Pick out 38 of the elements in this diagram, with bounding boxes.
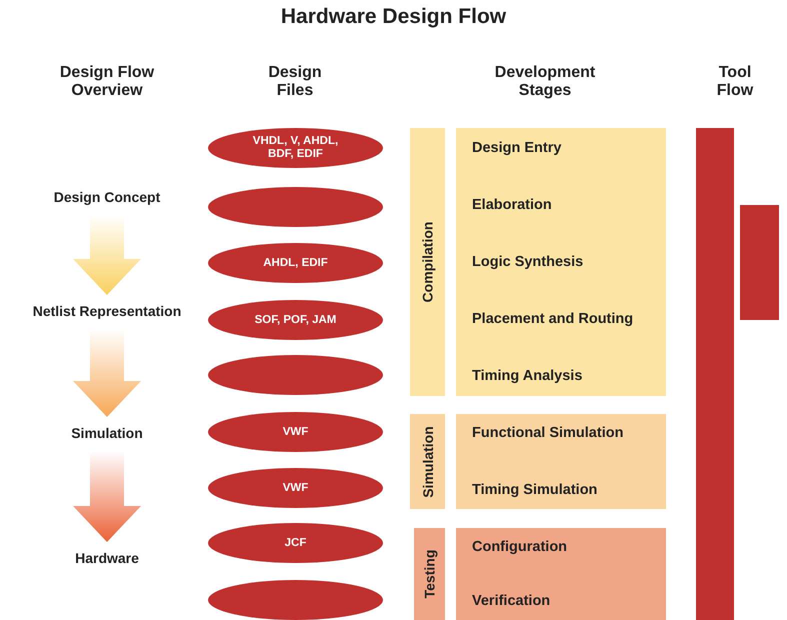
stage-label: Netlist Representation	[12, 301, 202, 321]
column-heading: Tool Flow	[716, 64, 754, 100]
column-heading: Design Files	[267, 64, 323, 100]
stage-panel	[456, 128, 666, 396]
file-ellipse: SOF, POF, JAM	[208, 300, 383, 340]
stage-name: Verification	[472, 592, 552, 611]
tool-bar	[696, 128, 734, 620]
stage-label: Hardware	[32, 548, 182, 568]
stage-panel	[456, 414, 666, 509]
column-heading: Design Flow Overview	[58, 64, 156, 100]
flow-arrow	[73, 215, 141, 295]
diagram-title: Hardware Design Flow	[280, 5, 508, 29]
phase-label: Testing	[422, 550, 438, 598]
stage-name: Design Entry	[472, 139, 562, 158]
file-ellipse: AHDL, EDIF	[208, 243, 383, 283]
stage-label: Simulation	[32, 423, 182, 443]
stage-name: Placement and Routing	[472, 310, 634, 329]
phase-bar	[414, 528, 445, 620]
phase-bar	[410, 414, 445, 509]
file-ellipse: VHDL, V, AHDL, BDF, EDIF	[208, 128, 383, 168]
stage-label: Design Concept	[32, 187, 182, 207]
stage-name: Timing Simulation	[472, 481, 598, 500]
phase-bar	[410, 128, 445, 396]
column-heading: Development Stages	[494, 64, 596, 100]
flow-arrow	[73, 451, 141, 542]
file-ellipse: JCF	[208, 523, 383, 563]
phase-label: Simulation	[420, 426, 436, 498]
stage-name: Logic Synthesis	[472, 253, 584, 272]
stage-name: Functional Simulation	[472, 424, 624, 443]
stage-name: Elaboration	[472, 196, 553, 215]
file-ellipse: VWF	[208, 468, 383, 508]
tool-bar	[740, 205, 779, 320]
flow-arrow	[73, 329, 141, 417]
file-ellipse: VWF	[208, 412, 383, 452]
stage-name: Configuration	[472, 538, 568, 557]
stage-panel	[456, 528, 666, 620]
stage-name: Timing Analysis	[472, 367, 584, 386]
phase-label: Compilation	[420, 222, 436, 302]
